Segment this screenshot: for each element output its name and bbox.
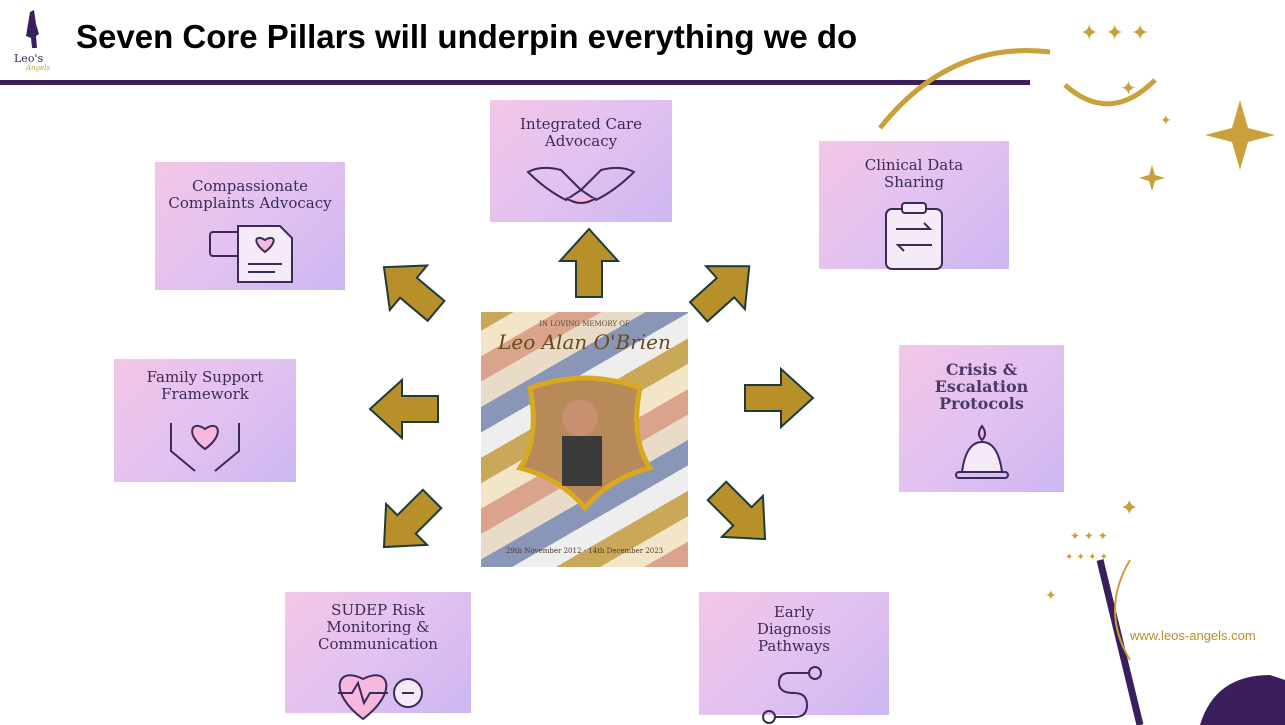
svg-text:✦ ✦ ✦: ✦ ✦ ✦ <box>1070 529 1108 543</box>
pillar-card-clinical-data-sharing: Clinical Data Sharing <box>819 141 1009 270</box>
heartbeat-chat-icon <box>338 674 423 721</box>
crest-frame <box>515 375 654 512</box>
svg-text:Angels: Angels <box>25 64 50 72</box>
pathway-icon <box>762 666 822 724</box>
arrow-right <box>744 368 814 428</box>
memorial-name: Leo Alan O'Brien <box>498 330 671 354</box>
pillar-label: SUDEP Risk Monitoring & Communication <box>318 601 438 653</box>
page-title: Seven Core Pillars will underpin everyth… <box>76 18 858 55</box>
memorial-dates: 29th November 2012 - 14th December 2023 <box>505 547 664 555</box>
document-heart-icon <box>209 225 293 283</box>
svg-text:✦: ✦ <box>1120 496 1138 521</box>
arrow-down-left <box>362 477 454 569</box>
memorial-heading: IN LOVING MEMORY OF <box>539 320 630 328</box>
svg-text:✦: ✦ <box>1160 113 1172 129</box>
pillar-card-early-diagnosis: Early Diagnosis Pathways <box>699 592 889 724</box>
pillar-label: Clinical Data Sharing <box>864 156 964 191</box>
svg-text:✦ ✦ ✦ ✦: ✦ ✦ ✦ ✦ <box>1065 552 1108 563</box>
pillar-card-integrated-care: Integrated Care Advocacy <box>490 100 672 222</box>
pillar-label: Family Support Framework <box>146 368 264 403</box>
pillar-label: Integrated Care Advocacy <box>520 115 642 150</box>
svg-text:Leo's: Leo's <box>14 52 43 65</box>
pillar-label: Crisis & Escalation Protocols <box>934 360 1029 413</box>
arrow-up-right <box>678 243 770 335</box>
gold-wand-swoosh-decoration: ✦ ✦ ✦ ✦ ✦ <box>878 21 1275 191</box>
svg-text:✦: ✦ <box>1045 588 1057 604</box>
svg-text:✦: ✦ <box>1120 76 1137 100</box>
pillar-card-sudep-monitoring: SUDEP Risk Monitoring & Communication <box>285 592 471 721</box>
pillar-card-complaints-advocacy: Compassionate Complaints Advocacy <box>155 162 345 290</box>
memorial-image: IN LOVING MEMORY OF Leo Alan O'Brien 29t… <box>481 312 688 567</box>
wand-stars-decoration: ✦ ✦ ✦ ✦ ✦ ✦ ✦ ✦ ✦ <box>1045 496 1285 725</box>
arrow-left <box>369 379 439 439</box>
pillar-card-crisis-escalation: Crisis & Escalation Protocols <box>899 345 1064 492</box>
hands-heart-icon <box>170 423 240 472</box>
title-divider <box>0 80 1030 85</box>
arrow-up <box>559 228 619 298</box>
winged-handshake-icon <box>526 166 636 204</box>
pillar-card-family-support: Family Support Framework <box>114 359 296 482</box>
arrow-down-right <box>695 469 787 561</box>
arrow-up-left <box>364 243 456 335</box>
pillar-label: Compassionate Complaints Advocacy <box>168 177 332 212</box>
alarm-bell-icon <box>954 424 1009 479</box>
svg-text:✦ ✦ ✦: ✦ ✦ ✦ <box>1080 21 1149 46</box>
website-link[interactable]: www.leos-angels.com <box>1130 628 1256 643</box>
pillar-label: Early Diagnosis Pathways <box>756 603 832 655</box>
clipboard-transfer-icon <box>885 202 943 270</box>
